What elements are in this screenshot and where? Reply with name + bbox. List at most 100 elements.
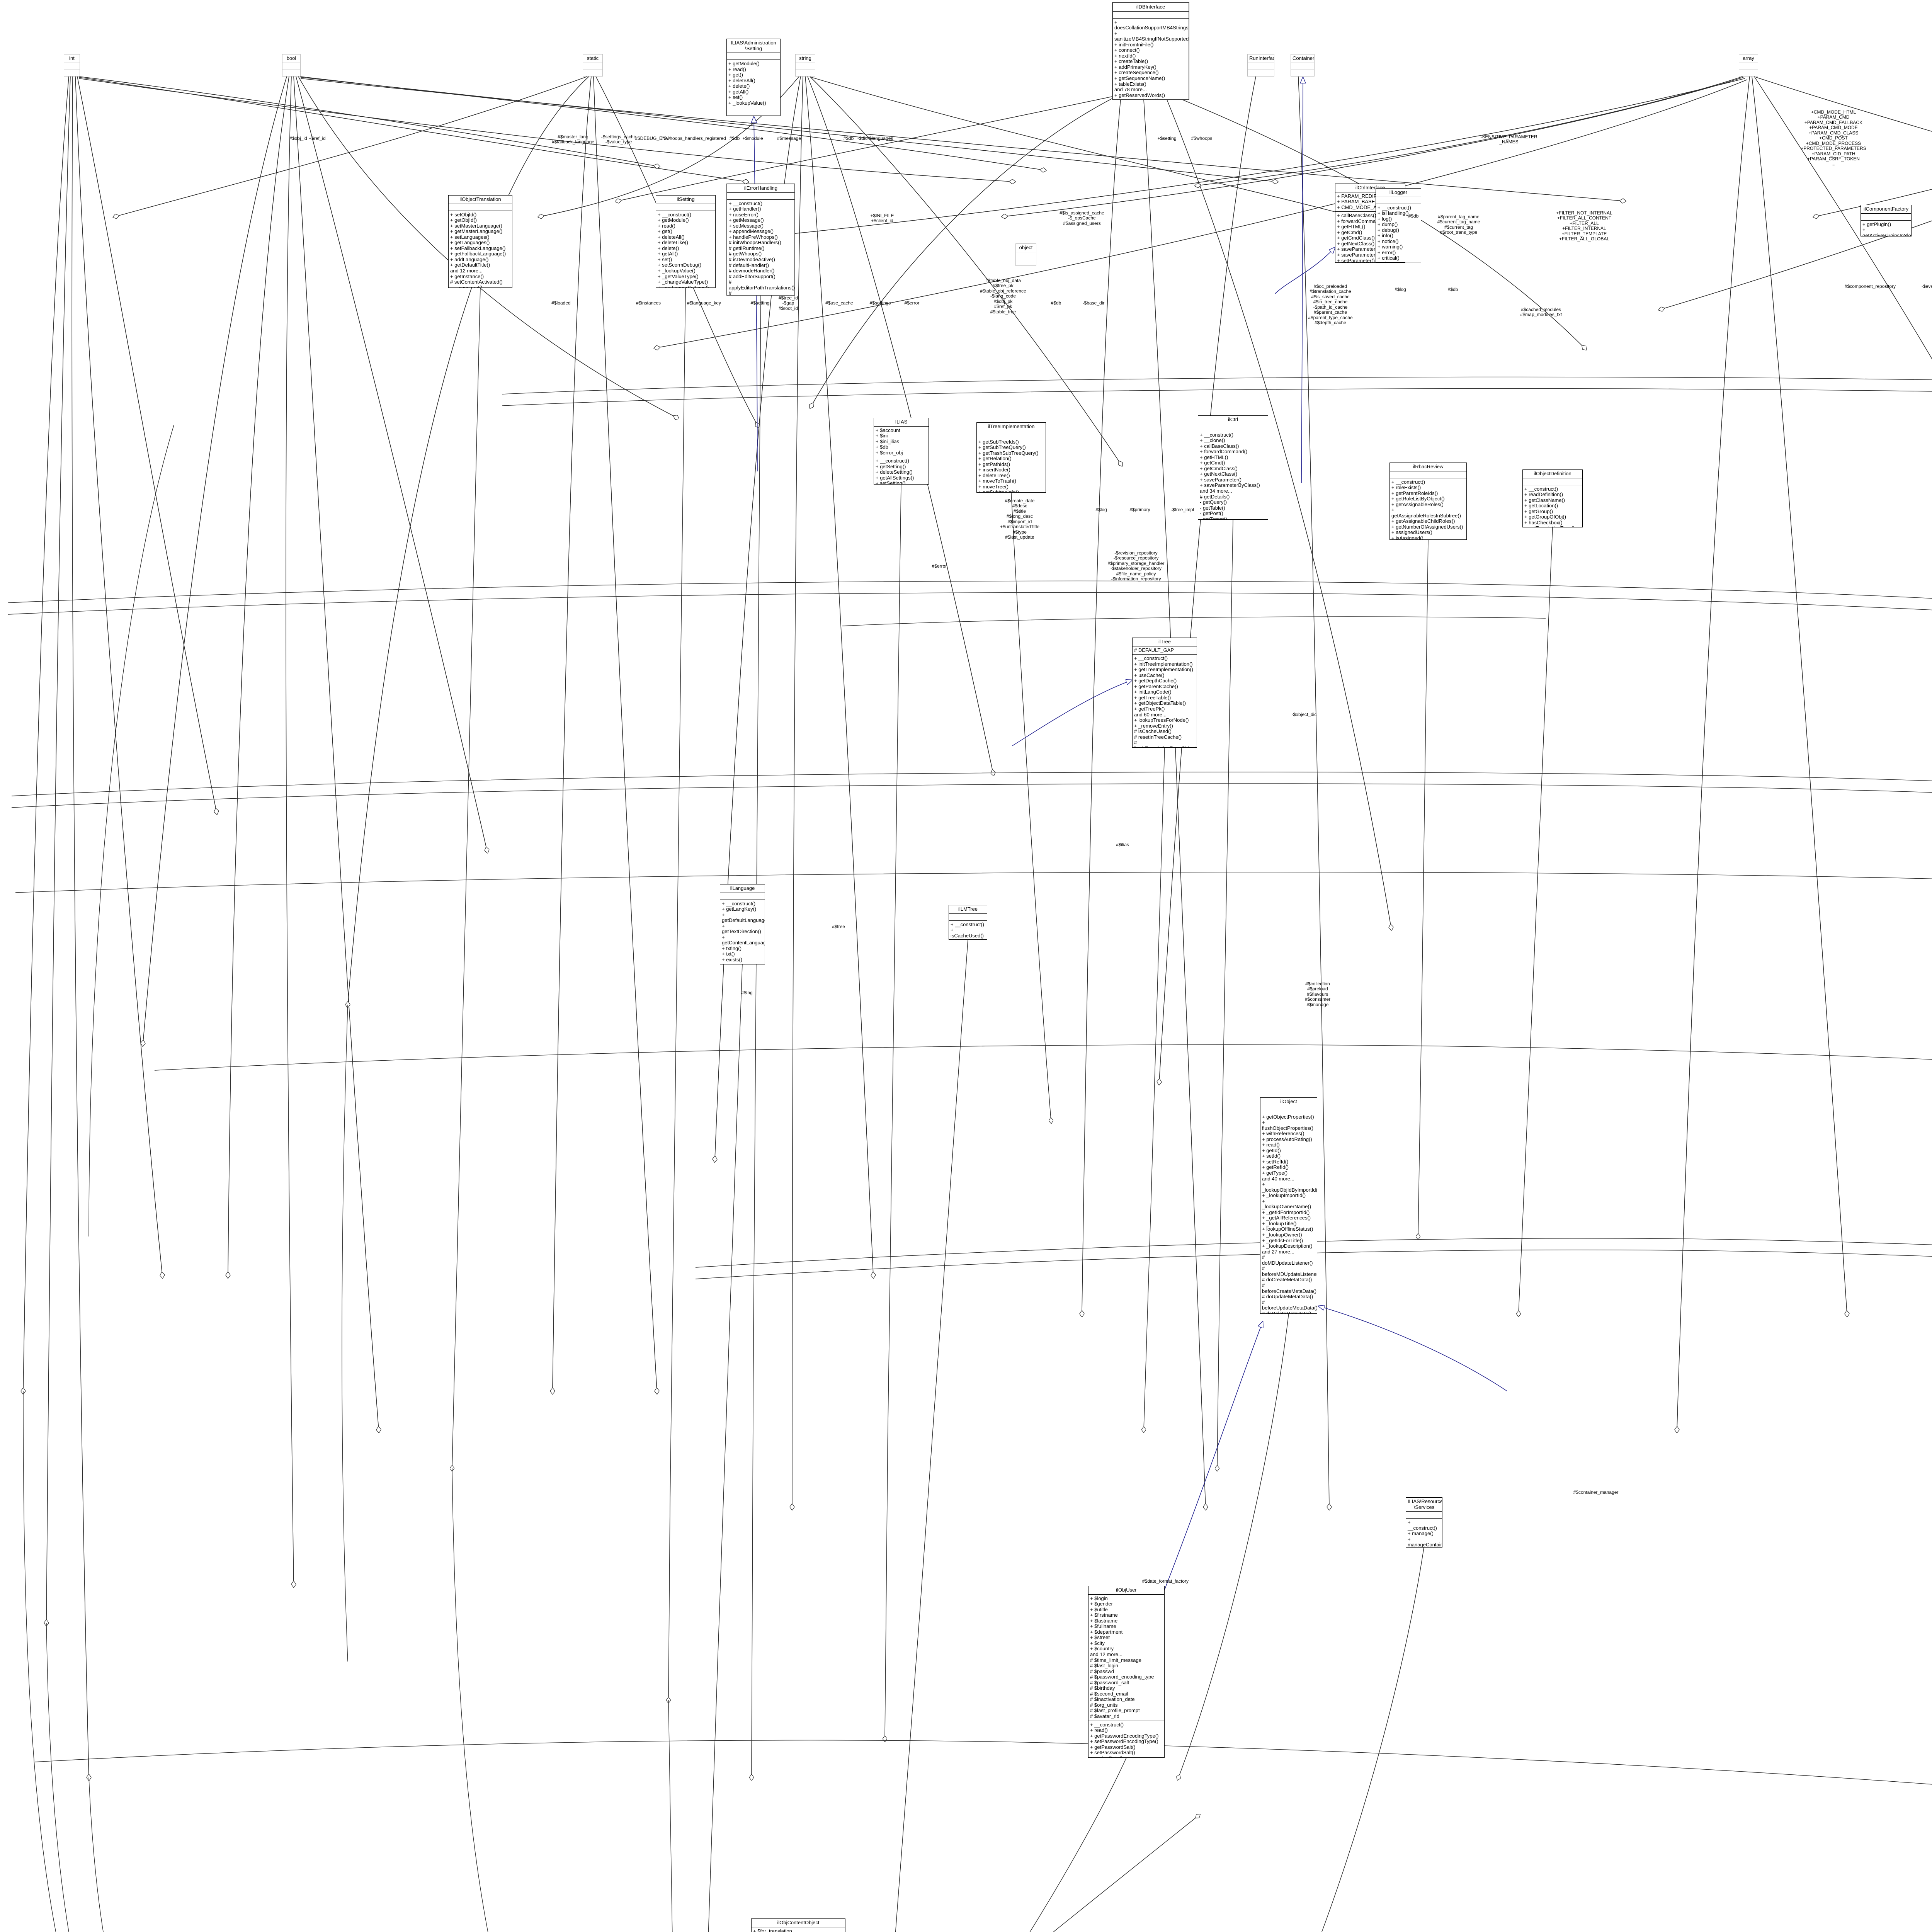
uml-class-methods bbox=[1016, 259, 1036, 262]
edge-label: #$whoops bbox=[1191, 136, 1213, 141]
uml-class-ilCtrl[interactable]: ilCtrl + __construct() + __clone() + call… bbox=[1198, 415, 1268, 520]
uml-class-ilLogger[interactable]: ilLogger+ __construct() + isHandling() +… bbox=[1376, 188, 1421, 262]
uml-class-object[interactable]: object bbox=[1015, 243, 1036, 266]
edge-label: -$object_dic bbox=[1291, 712, 1317, 717]
uml-class-ilObject[interactable]: ilObject+ getObjectProperties() + flushO… bbox=[1260, 1097, 1317, 1314]
uml-class-title: ilObjUser bbox=[1088, 1586, 1164, 1595]
uml-class-ilRbacReview[interactable]: ilRbacReview+ __construct() + roleExists… bbox=[1389, 463, 1467, 540]
uml-class-attributes bbox=[1390, 471, 1466, 478]
uml-class-attributes bbox=[1406, 1512, 1442, 1519]
edge-label: #$collection #$preload #$flavours #$cons… bbox=[1304, 981, 1331, 1007]
uml-class-attributes: + $account + $ini + $ini_ilias + $db + $… bbox=[874, 427, 929, 457]
uml-class-attributes bbox=[449, 204, 512, 211]
uml-class-ilTreeImplementation[interactable]: ilTreeImplementation+ getSubTreeIds() + … bbox=[976, 422, 1046, 493]
uml-class-ilTree[interactable]: ilTree# DEFAULT_GAP+ __construct() + ini… bbox=[1132, 638, 1197, 748]
edge-label: +CMD_MODE_HTML +PARAM_CMD +PARAM_CMD_FAL… bbox=[1801, 109, 1866, 167]
uml-class-ilSetting[interactable]: ilSetting+ __construct() + getModule() +… bbox=[656, 195, 716, 288]
uml-class-ilLanguage[interactable]: ilLanguage+ __construct() + getLangKey()… bbox=[720, 884, 765, 964]
uml-class-title: ILIAS\Administration \Setting bbox=[727, 39, 780, 53]
edge-label: #$lng bbox=[741, 990, 753, 995]
uml-class-methods: + __construct() + manage() + manageConta… bbox=[1408, 1519, 1442, 1548]
uml-class-title: ilDBInterface bbox=[1113, 3, 1189, 12]
uml-class-methods: + __construct() + roleExists() + getPare… bbox=[1391, 479, 1463, 540]
uml-class-ilObjUser[interactable]: ilObjUser+ $login + $gender + $utitle + … bbox=[1088, 1586, 1165, 1758]
edge-label: #$DEBUG_ENV bbox=[635, 136, 669, 141]
uml-class-attributes: # DEFAULT_GAP bbox=[1133, 646, 1197, 655]
uml-class-bool[interactable]: bool bbox=[282, 54, 301, 77]
uml-class-RunInterface[interactable]: RunInterface bbox=[1247, 54, 1274, 77]
uml-class-int[interactable]: int bbox=[64, 54, 80, 77]
edge-label: #$create_date #$desc #$title #$long_desc… bbox=[1000, 498, 1039, 540]
uml-class-methods: + __construct() + isHandling() + log() +… bbox=[1378, 204, 1412, 262]
edge-label: #$tree_id -$gap #$root_id bbox=[778, 295, 798, 311]
uml-class-title: ilObjectDefinition bbox=[1523, 470, 1582, 478]
edge-label: #$use_cache bbox=[825, 300, 853, 306]
uml-class-title: ilComponentFactory bbox=[1861, 205, 1911, 214]
uml-class-ilObjContentObject[interactable]: ilObjContentObject+ $for_translation # $… bbox=[751, 1918, 845, 1932]
uml-class-ILIAS[interactable]: ILIAS+ $account + $ini + $ini_ilias + $d… bbox=[874, 418, 929, 485]
uml-class-Container[interactable]: Container bbox=[1291, 54, 1315, 77]
uml-class-title: ilLMTree bbox=[949, 905, 987, 914]
uml-class-attributes: + $for_translation # $pub_notes # $hide_… bbox=[752, 1927, 845, 1932]
edge-label: #$error bbox=[932, 563, 947, 569]
uml-class-attributes bbox=[727, 53, 780, 60]
uml-class-ilDBInterface[interactable]: ilDBInterface + doesCollationSupportMB4St… bbox=[1112, 2, 1189, 100]
edge-label: #$log bbox=[1095, 507, 1107, 512]
uml-class-methods: + __construct() + getModule() + read() +… bbox=[658, 211, 709, 288]
uml-class-title: ilObjContentObject bbox=[752, 1919, 845, 1927]
uml-class-ilLMTree[interactable]: ilLMTree + __construct() + isCacheUsed() … bbox=[949, 905, 987, 940]
edge-label: #$container_manager bbox=[1573, 1490, 1619, 1495]
edge-label: #$cached_modules #$map_modules_txt bbox=[1520, 307, 1562, 318]
edge-label: #$db bbox=[729, 136, 740, 141]
edge-label: #$ilias bbox=[1116, 842, 1129, 847]
uml-class-title: Container bbox=[1291, 54, 1314, 63]
uml-class-title: ilObject bbox=[1260, 1098, 1317, 1106]
edge-label: -SENSITIVE_PARAMETER _NAMES bbox=[1480, 134, 1537, 145]
edge-label: #$oc_preloaded #$translation_cache #$is_… bbox=[1308, 284, 1353, 326]
uml-class-ilObjectDefinition[interactable]: ilObjectDefinition+ __construct() + read… bbox=[1522, 469, 1583, 527]
uml-class-array[interactable]: array bbox=[1739, 54, 1758, 77]
edge-label: #$message bbox=[777, 136, 801, 141]
uml-class-ilErrorHandling[interactable]: ilErrorHandling+ __construct() + getHand… bbox=[726, 184, 795, 296]
edge-label: #$settings bbox=[869, 300, 891, 306]
uml-class-methods: + __construct() + __clone() + callBaseCl… bbox=[1200, 432, 1260, 520]
uml-class-ilObjectTranslation[interactable]: ilObjectTranslation+ setObjId() + getObj… bbox=[448, 195, 512, 288]
edge-label: #$primary bbox=[1129, 507, 1150, 512]
uml-class-attributes bbox=[1739, 63, 1758, 70]
edge-label: #$language_key bbox=[687, 300, 721, 306]
edge-label: #$whoops_handlers_registered bbox=[661, 136, 726, 141]
edge-label: +$ref_id bbox=[309, 136, 326, 141]
uml-class-methods bbox=[796, 70, 815, 72]
uml-class-methods bbox=[583, 70, 602, 72]
uml-class-methods: + __construct() + getHandler() + raiseEr… bbox=[729, 200, 795, 296]
uml-class-methods: + __construct() + getLangKey() + getDefa… bbox=[722, 900, 765, 964]
edge-label: #$loaded bbox=[551, 300, 571, 306]
edge-label: +$INI_FILE +$client_id bbox=[870, 213, 894, 224]
uml-class-methods: + getPlugin() + getActivePluginsInSlot() bbox=[1862, 221, 1912, 236]
uml-class-methods bbox=[1739, 70, 1758, 72]
edge-label: +$setting bbox=[1157, 136, 1177, 141]
uml-class-ilias_administration_setting[interactable]: ILIAS\Administration \Setting+ getModule… bbox=[726, 39, 781, 116]
uml-class-methods bbox=[1291, 70, 1314, 72]
uml-class-static[interactable]: static bbox=[583, 54, 603, 77]
uml-class-methods: + __construct() + isCacheUsed() + getLas… bbox=[951, 921, 985, 939]
uml-class-attributes bbox=[282, 63, 300, 70]
edge-label: #$is_assigned_cache -$_opsCache #$assign… bbox=[1060, 210, 1104, 226]
edge-label: #$db bbox=[1051, 300, 1061, 306]
edge-label: #$instances bbox=[636, 300, 661, 306]
uml-class-methods bbox=[64, 70, 80, 72]
uml-class-methods: + callBaseClass() + forwardCommand() + g… bbox=[1337, 213, 1397, 263]
uml-class-attributes bbox=[1291, 63, 1314, 70]
uml-class-methods: + doesCollationSupportMB4Strings() + san… bbox=[1114, 19, 1189, 99]
edge-label: #$setting bbox=[750, 300, 770, 306]
edge-label: #$languages bbox=[866, 136, 893, 141]
uml-class-string[interactable]: string bbox=[795, 54, 815, 77]
uml-class-title: ilCtrl bbox=[1198, 416, 1268, 424]
uml-class-title: int bbox=[64, 54, 80, 63]
uml-class-ilias_resourcestorage_services[interactable]: ILIAS\ResourceStorage \Services+ __const… bbox=[1406, 1497, 1442, 1548]
uml-class-ilComponentFactory[interactable]: ilComponentFactory + getPlugin() + getAct… bbox=[1861, 205, 1912, 236]
uml-class-methods: + __construct() + initTreeImplementation… bbox=[1134, 655, 1196, 747]
edge-label: #$tree bbox=[832, 924, 845, 929]
